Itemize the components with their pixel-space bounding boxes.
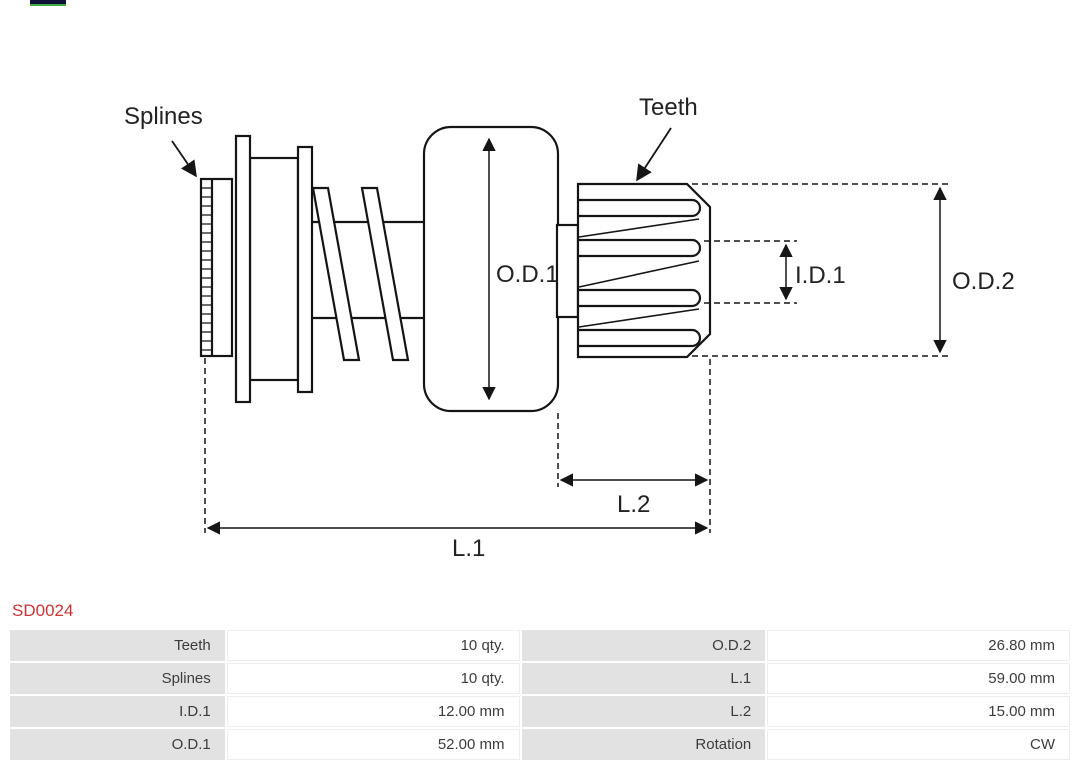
spec-label: L.1	[521, 663, 766, 694]
spec-value: 10 qty.	[226, 663, 520, 694]
dimension-arrows	[206, 137, 947, 535]
od2-label: O.D.2	[952, 268, 1015, 295]
gear-flank-lines	[578, 218, 700, 328]
spec-value: 12.00 mm	[226, 696, 520, 727]
technical-drawing: Splines Teeth O.D.1 I.D.1 O.D.2 L.2 L.1	[124, 94, 1015, 562]
part-number: SD0024	[12, 601, 74, 620]
spec-label: L.2	[521, 696, 766, 727]
l2-label: L.2	[617, 491, 650, 518]
splines-leader-arrow	[171, 140, 197, 178]
spec-table: Teeth 10 qty. O.D.2 26.80 mm Splines 10 …	[10, 630, 1070, 760]
spec-value: 15.00 mm	[767, 696, 1070, 727]
dimension-extension-lines	[204, 183, 948, 533]
drive-assembly-outline	[199, 125, 712, 413]
spec-value: 52.00 mm	[226, 729, 520, 760]
spec-label: O.D.2	[521, 630, 766, 661]
step-shaft	[555, 223, 580, 319]
spec-label: O.D.1	[10, 729, 225, 760]
clutch-flanges	[234, 134, 314, 404]
spec-value: 26.80 mm	[767, 630, 1070, 661]
spec-label: Teeth	[10, 630, 225, 661]
diagram-labels: Splines Teeth O.D.1 I.D.1 O.D.2 L.2 L.1	[124, 94, 1015, 562]
splines-label: Splines	[124, 103, 203, 130]
spec-label: I.D.1	[10, 696, 225, 727]
od1-label: O.D.1	[496, 261, 559, 288]
spline-ticks	[201, 187, 212, 351]
l1-label: L.1	[452, 535, 485, 562]
spec-value: 59.00 mm	[767, 663, 1070, 694]
spec-value: 10 qty.	[226, 630, 520, 661]
pinion-gear	[576, 182, 712, 359]
leader-arrows	[171, 127, 672, 182]
spec-value: CW	[767, 729, 1070, 760]
splined-shaft	[199, 177, 234, 358]
teeth-leader-arrow	[636, 127, 672, 182]
teeth-label: Teeth	[639, 94, 698, 121]
spec-label: Rotation	[521, 729, 766, 760]
spring	[311, 186, 410, 362]
logo-fragment[interactable]	[30, 0, 66, 6]
spec-label: Splines	[10, 663, 225, 694]
id1-label: I.D.1	[795, 262, 846, 289]
